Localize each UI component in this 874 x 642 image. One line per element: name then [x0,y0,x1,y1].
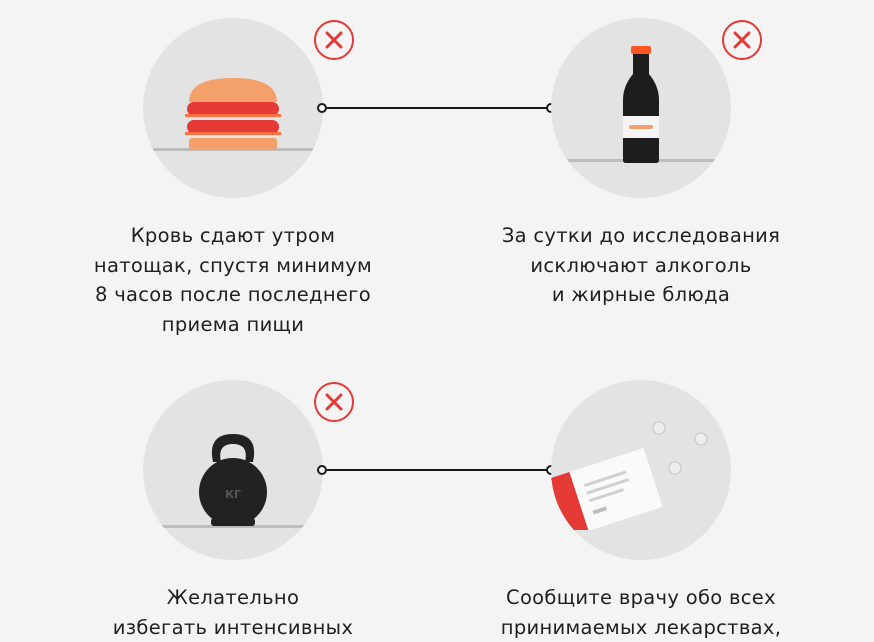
connector-dot [317,465,327,475]
burger-icon [185,78,281,150]
medicine-box-icon [551,421,708,530]
step-2-caption: За сутки до исследования исключают алког… [501,224,781,306]
pill-icon [694,432,708,446]
pill-icon [668,461,682,475]
step-3-circle: КГ [143,380,323,560]
kettlebell-icon: КГ [199,434,267,526]
step-4-caption: Сообщите врачу обо всех принимаемых лека… [500,586,782,639]
step-4-circle [551,380,731,560]
beer-bottle-icon [623,46,659,163]
cross-icon [325,31,343,49]
step-3-caption: Желательно избегать интенсивных [112,586,354,639]
kettlebell-label: КГ [225,488,241,501]
not-allowed-badge [314,20,354,60]
cross-icon [733,31,751,49]
connector-line-1 [327,107,551,109]
not-allowed-badge [314,382,354,422]
step-1-circle [143,18,323,198]
cross-icon [325,393,343,411]
step-2-circle [551,18,731,198]
step-1-caption: Кровь сдают утром натощак, спустя миниму… [93,224,373,336]
not-allowed-badge [722,20,762,60]
pill-icon [652,421,666,435]
shelf-line [153,525,313,528]
connector-dot [317,103,327,113]
connector-line-2 [327,469,551,471]
